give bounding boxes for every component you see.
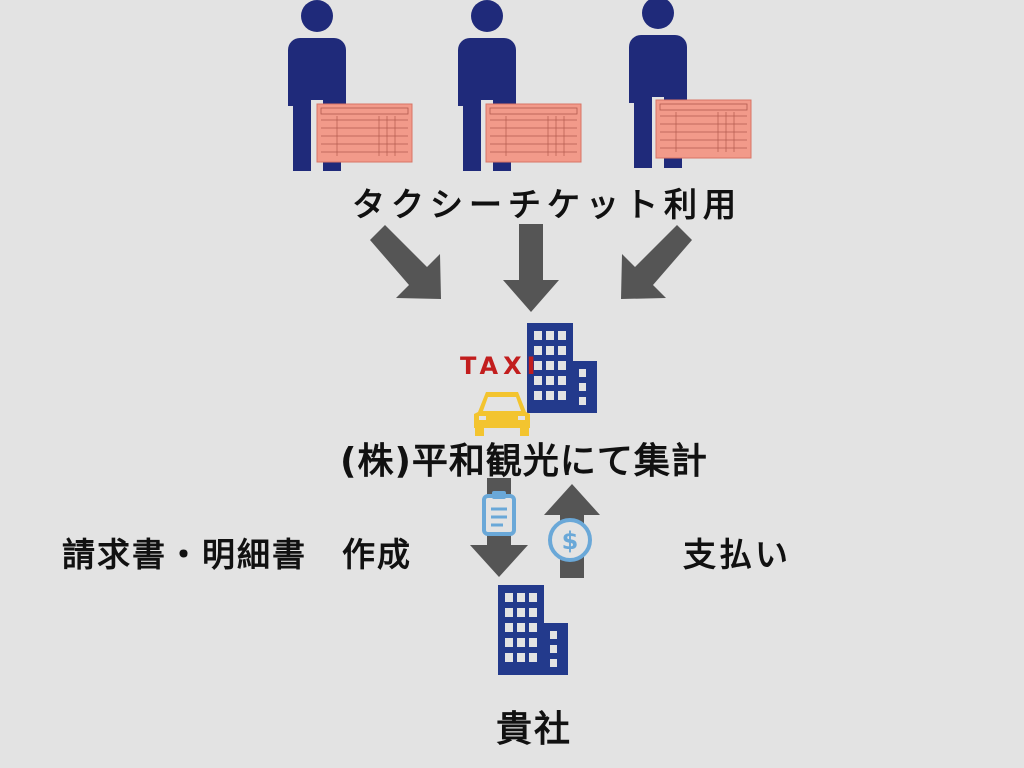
svg-text:$: $ (562, 527, 579, 555)
invoice-flow-arrow (470, 478, 528, 577)
payment-flow-arrow: $ (544, 484, 600, 578)
person-2 (458, 0, 582, 171)
office-building-icon (498, 585, 568, 675)
person-3 (629, 0, 752, 168)
taxi-ticket-icon (655, 99, 752, 159)
taxi-sign: TAXI (460, 352, 541, 380)
aggregation-label: (株)平和観光にて集計 (340, 441, 708, 482)
client-company-label: 貴社 (496, 709, 573, 750)
arrow-down-icon (503, 224, 559, 312)
person-1 (288, 0, 413, 171)
taxi-car-icon (474, 392, 530, 436)
taxi-ticket-icon (485, 103, 582, 163)
arrow-left-down-icon (370, 225, 441, 299)
clipboard-icon (482, 491, 516, 536)
taxi-ticket-icon (316, 103, 413, 163)
converging-arrows (370, 224, 692, 312)
payment-label: 支払い (683, 535, 791, 574)
arrow-right-down-icon (621, 225, 692, 299)
dollar-coin-icon: $ (548, 518, 592, 562)
invoice-creation-label: 請求書・明細書 作成 (62, 535, 412, 574)
taxi-ticket-usage-label: タクシーチケット利用 (352, 185, 742, 224)
